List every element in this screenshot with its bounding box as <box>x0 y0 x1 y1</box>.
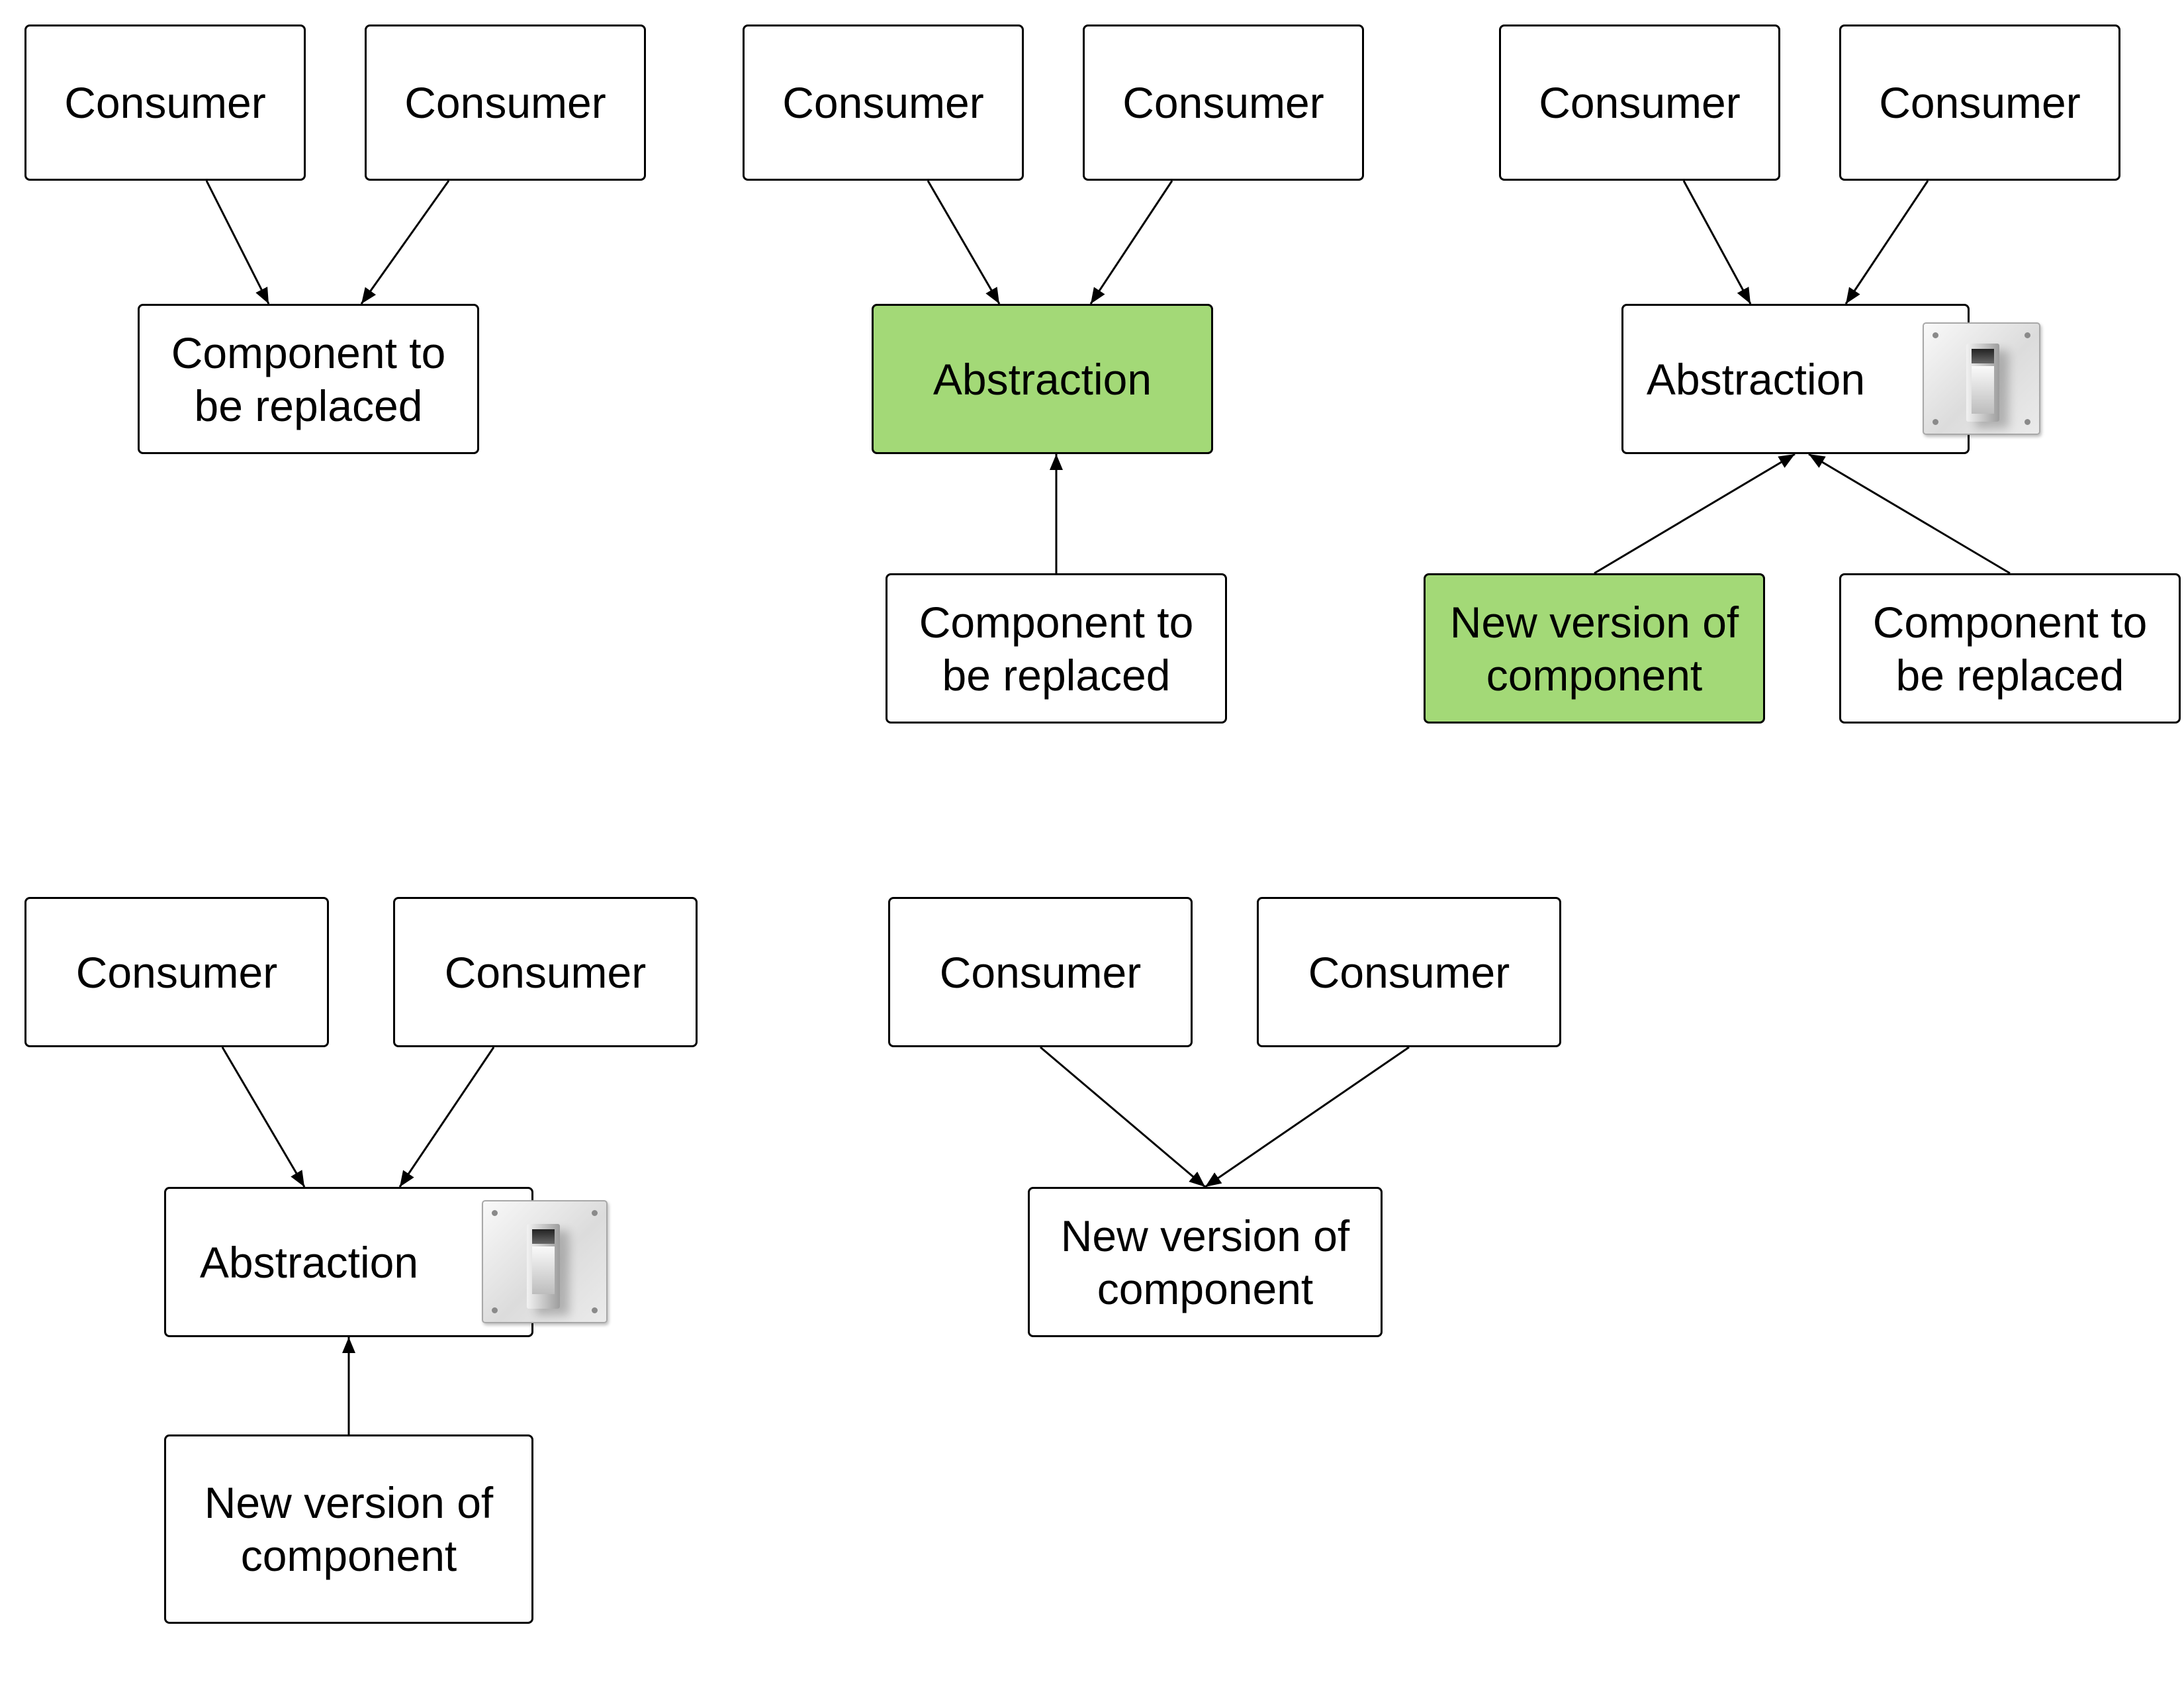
node-label: New version of component <box>204 1478 494 1580</box>
new-version-of-component-node[interactable]: New version of component <box>1424 573 1765 724</box>
node-label: Consumer <box>782 78 984 127</box>
consumer-node[interactable]: Consumer <box>1083 24 1364 181</box>
node-label: Consumer <box>75 947 278 997</box>
dependency-arrow <box>1594 453 1796 575</box>
dependency-arrow <box>1040 1046 1206 1188</box>
switch-icon <box>1923 322 2040 435</box>
consumer-node[interactable]: Consumer <box>24 897 329 1047</box>
dependency-arrow <box>1844 180 1929 305</box>
dependency-arrow <box>1089 180 1173 305</box>
consumer-node[interactable]: Consumer <box>1499 24 1780 181</box>
node-label: Consumer <box>1879 78 2081 127</box>
node-label: Component to be replaced <box>919 597 1194 700</box>
node-label: Consumer <box>444 947 647 997</box>
node-label: New version of component <box>1449 597 1739 700</box>
node-label: Consumer <box>1308 947 1510 997</box>
dependency-arrow <box>1205 1046 1410 1188</box>
dependency-arrow <box>927 180 1001 305</box>
abstraction-node[interactable]: Abstraction <box>1621 304 1970 454</box>
switch-icon <box>482 1200 608 1323</box>
component-to-be-replaced-node[interactable]: Component to be replaced <box>1839 573 2181 724</box>
node-label: New version of component <box>1060 1211 1350 1313</box>
dependency-arrow <box>1682 180 1752 305</box>
node-label: Consumer <box>1539 78 1741 127</box>
node-label: Consumer <box>404 78 606 127</box>
node-label: Abstraction <box>1646 354 1866 404</box>
node-label: Component to be replaced <box>171 328 446 430</box>
new-version-of-component-node[interactable]: New version of component <box>164 1434 533 1624</box>
dependency-arrow <box>1808 453 2011 575</box>
node-label: Consumer <box>939 947 1142 997</box>
dependency-arrow <box>398 1047 495 1188</box>
consumer-node[interactable]: Consumer <box>24 24 306 181</box>
node-label: Abstraction <box>199 1237 419 1287</box>
node-label: Consumer <box>64 78 266 127</box>
dependency-arrow <box>221 1047 306 1188</box>
consumer-node[interactable]: Consumer <box>888 897 1193 1047</box>
new-version-of-component-node[interactable]: New version of component <box>1028 1187 1383 1337</box>
consumer-node[interactable]: Consumer <box>743 24 1024 181</box>
consumer-node[interactable]: Consumer <box>393 897 698 1047</box>
dependency-arrow <box>205 180 270 305</box>
consumer-node[interactable]: Consumer <box>1257 897 1561 1047</box>
node-label: Component to be replaced <box>1872 597 2148 700</box>
abstraction-node[interactable]: Abstraction <box>164 1187 533 1337</box>
consumer-node[interactable]: Consumer <box>365 24 646 181</box>
component-to-be-replaced-node[interactable]: Component to be replaced <box>886 573 1227 724</box>
abstraction-node[interactable]: Abstraction <box>872 304 1213 454</box>
node-label: Consumer <box>1122 78 1324 127</box>
node-label: Abstraction <box>933 354 1152 404</box>
component-to-be-replaced-node[interactable]: Component to be replaced <box>138 304 479 454</box>
dependency-arrow <box>360 180 450 305</box>
consumer-node[interactable]: Consumer <box>1839 24 2120 181</box>
